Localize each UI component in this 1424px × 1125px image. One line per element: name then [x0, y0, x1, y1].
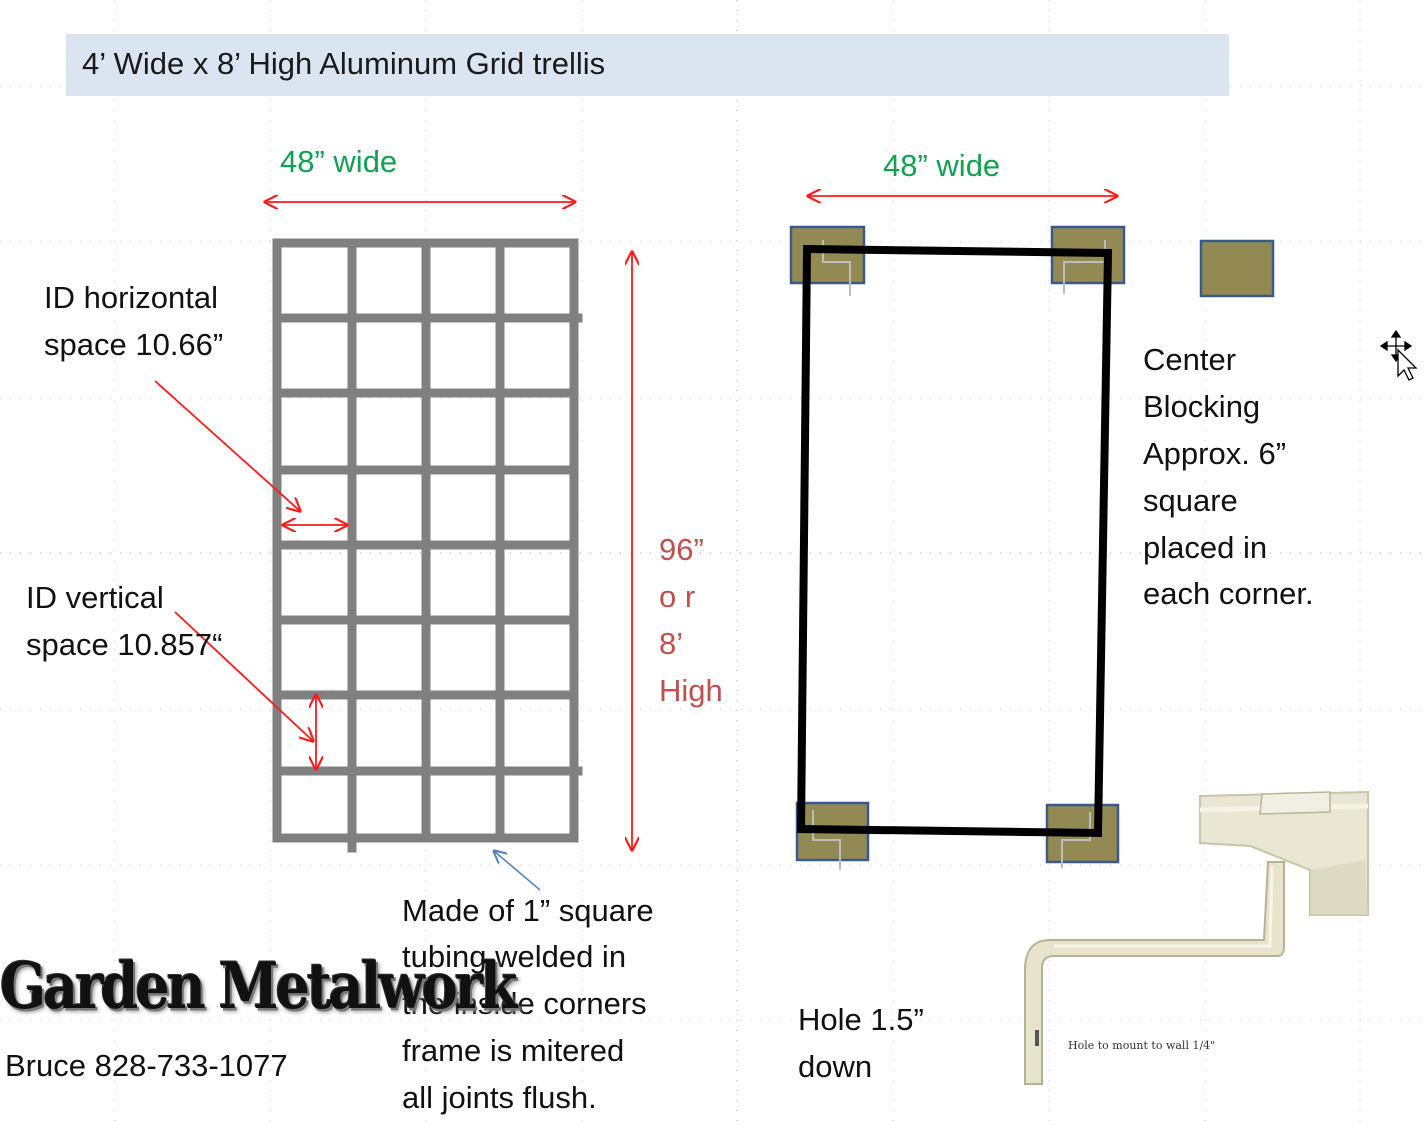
blocking-note-line2: Blocking — [1143, 389, 1261, 424]
material-leader-arrow — [494, 851, 541, 891]
material-note-line2: tubing welded in — [402, 939, 627, 974]
vertical-space-label-line1: ID vertical — [26, 580, 164, 615]
height-label-line3: 8’ — [659, 626, 684, 661]
bracket-photo — [1024, 790, 1369, 1085]
height-label-line1: 96” — [659, 532, 704, 567]
blocking-note-line1: Center — [1143, 342, 1237, 377]
title-bar: 4’ Wide x 8’ High Aluminum Grid trellis — [66, 34, 1229, 96]
frame-outline — [796, 244, 1113, 838]
sample-block — [1199, 239, 1275, 298]
blocking-note-line5: placed in — [1143, 530, 1268, 565]
garden-metalwork-logo: Garden Metalwork — [0, 948, 518, 1024]
horizontal-space-label-line1: ID horizontal — [44, 280, 219, 315]
slide-title: 4’ Wide x 8’ High Aluminum Grid trellis — [82, 46, 606, 81]
material-note-line3: the inside corners — [402, 986, 647, 1021]
material-note-line4: frame is mitered — [402, 1033, 625, 1068]
blocking-note-line3: Approx. 6” — [1143, 436, 1287, 471]
vertical-space-leader — [174, 611, 313, 741]
material-note-line1: Made of 1” square — [402, 893, 654, 928]
contact-phone: Bruce 828-733-1077 — [5, 1048, 288, 1083]
hole-note-line1: Hole 1.5” — [798, 1002, 924, 1037]
photo-caption: Hole to mount to wall 1/4" — [1068, 1039, 1216, 1052]
frame-width-label: 48” wide — [883, 148, 1001, 183]
grid-trellis — [272, 238, 583, 853]
horizontal-space-label-line2: space 10.66” — [44, 327, 224, 362]
blocking-note-line4: square — [1143, 483, 1238, 518]
move-cursor-icon — [1379, 329, 1418, 381]
hole-note-line2: down — [798, 1049, 873, 1084]
material-note-line5: all joints flush. — [402, 1080, 597, 1115]
blocking-note-line6: each corner. — [1143, 576, 1314, 611]
height-label-line2: o r — [659, 579, 696, 614]
corner-block — [789, 225, 866, 285]
horizontal-space-leader — [154, 380, 300, 511]
vertical-space-label-line2: space 10.857“ — [26, 627, 223, 662]
grid-width-label: 48” wide — [280, 144, 398, 179]
height-label-line4: High — [659, 673, 723, 708]
back-frame — [789, 225, 1275, 870]
